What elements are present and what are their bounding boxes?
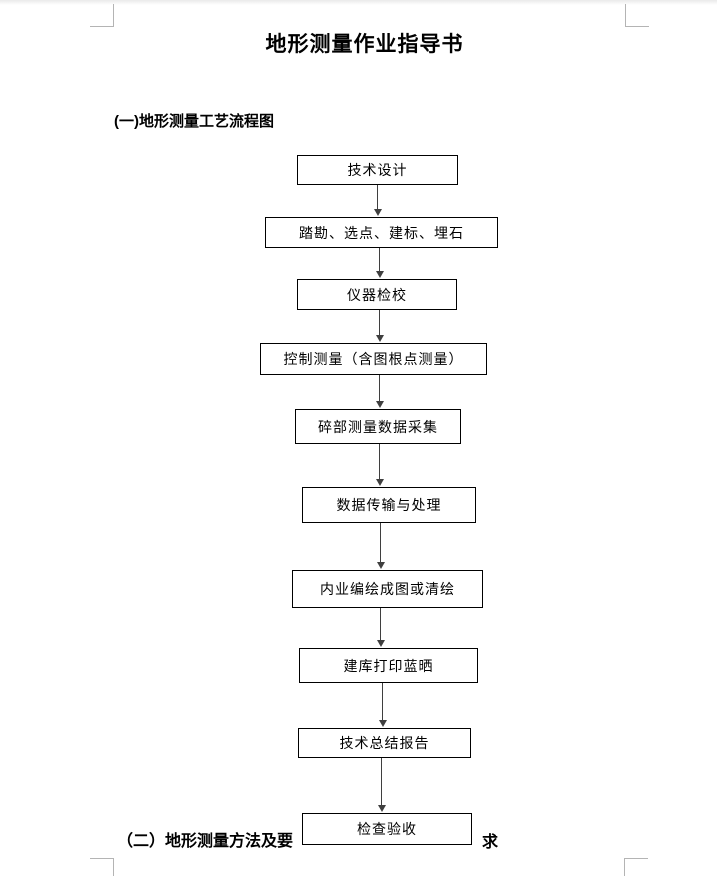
flowchart-step-label: 仪器检校 bbox=[347, 286, 407, 303]
page-top-edge-shading bbox=[0, 0, 717, 5]
flowchart-step-control-survey: 控制测量（含图根点测量） bbox=[260, 343, 487, 375]
section-2-heading-prefix: （二）地形测量方法及要 bbox=[117, 833, 294, 850]
arrow-head-icon bbox=[379, 720, 387, 727]
section-2-heading-suffix: 求 bbox=[482, 834, 499, 851]
margin-crop-mark-bottom-left-vertical bbox=[113, 858, 114, 876]
arrow-line bbox=[381, 758, 382, 806]
arrow-head-icon bbox=[377, 640, 385, 647]
arrow-head-icon bbox=[376, 271, 384, 278]
arrow-head-icon bbox=[377, 562, 385, 569]
arrow-head-icon bbox=[376, 479, 384, 486]
arrow-head-icon bbox=[378, 805, 386, 812]
arrow-line bbox=[382, 683, 383, 721]
margin-crop-mark-top-left-vertical bbox=[113, 4, 114, 26]
flowchart-step-map-compilation: 内业编绘成图或清绘 bbox=[292, 570, 483, 608]
arrow-line bbox=[379, 310, 380, 336]
flowchart-step-detail-survey-data-collection: 碎部测量数据采集 bbox=[295, 409, 461, 444]
section-1-heading: (一)地形测量工艺流程图 bbox=[114, 113, 274, 130]
arrow-line bbox=[377, 185, 378, 210]
margin-crop-mark-bottom-right-vertical bbox=[624, 858, 625, 876]
flowchart-step-label: 检查验收 bbox=[357, 821, 417, 837]
flowchart-step-data-transmission-processing: 数据传输与处理 bbox=[302, 487, 476, 523]
arrow-line bbox=[380, 608, 381, 641]
flowchart-step-instrument-calibration: 仪器检校 bbox=[297, 279, 457, 310]
arrow-line bbox=[380, 523, 381, 563]
document-title: 地形测量作业指导书 bbox=[265, 33, 464, 56]
margin-crop-mark-top-right-horizontal bbox=[625, 26, 649, 27]
flowchart-step-label: 数据传输与处理 bbox=[336, 497, 442, 513]
flowchart-step-label: 内业编绘成图或清绘 bbox=[320, 581, 455, 597]
flowchart-step-reconnaissance-point-selection: 踏勘、选点、建标、埋石 bbox=[265, 217, 498, 248]
flowchart-step-database-print-blueprint: 建库打印蓝晒 bbox=[299, 648, 478, 683]
flowchart-step-label: 踏勘、选点、建标、埋石 bbox=[299, 224, 464, 241]
arrow-head-icon bbox=[376, 335, 384, 342]
flowchart-step-technical-summary-report: 技术总结报告 bbox=[298, 728, 471, 758]
flowchart-step-label: 技术设计 bbox=[347, 162, 408, 178]
flowchart-step-label: 建库打印蓝晒 bbox=[343, 657, 434, 674]
flowchart-step-label: 碎部测量数据采集 bbox=[318, 418, 438, 435]
margin-crop-mark-top-left-horizontal bbox=[90, 26, 114, 27]
margin-crop-mark-bottom-right-horizontal bbox=[624, 858, 648, 859]
arrow-head-icon bbox=[376, 401, 384, 408]
arrow-line bbox=[379, 444, 380, 480]
flowchart-step-label: 技术总结报告 bbox=[339, 735, 430, 751]
arrow-line bbox=[379, 375, 380, 402]
flowchart-step-inspection-acceptance: 检查验收 bbox=[302, 813, 472, 845]
arrow-line bbox=[379, 248, 380, 272]
flowchart-step-technical-design: 技术设计 bbox=[297, 155, 458, 185]
margin-crop-mark-bottom-left-horizontal bbox=[90, 858, 114, 859]
margin-crop-mark-top-right-vertical bbox=[625, 4, 626, 26]
arrow-head-icon bbox=[374, 209, 382, 216]
flowchart-step-label: 控制测量（含图根点测量） bbox=[283, 351, 464, 367]
